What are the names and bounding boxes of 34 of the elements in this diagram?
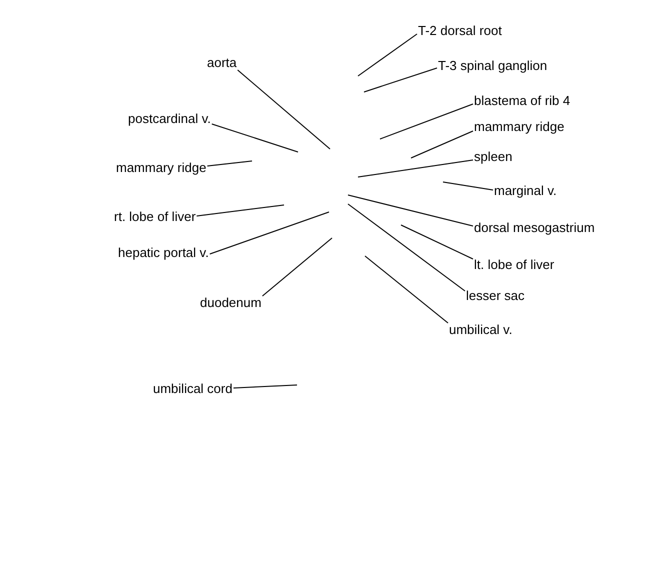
structure-label: umbilical v. [449,322,512,338]
leader-line [348,194,474,226]
leader-line [364,256,448,324]
leader-line [380,104,474,140]
leader-line [232,384,298,388]
structure-label: T-2 dorsal root [418,23,502,39]
leader-line [400,224,474,260]
structure-label: lesser sac [466,288,525,304]
structure-label: postcardinal v. [128,111,211,127]
structure-label: mammary ridge [116,160,206,176]
leader-line [237,70,330,150]
leader-line [206,160,252,166]
structure-label: rt. lobe of liver [114,209,196,225]
leader-line [209,212,330,254]
structure-label: hepatic portal v. [118,245,209,261]
structure-label: umbilical cord [153,381,232,397]
structure-label: aorta [207,55,237,71]
leader-line [196,204,284,216]
structure-label: blastema of rib 4 [474,93,570,109]
leader-line [364,68,438,92]
structure-label: marginal v. [494,183,557,199]
structure-label: spleen [474,149,512,165]
structure-label: dorsal mesogastrium [474,220,595,236]
leader-line [348,204,466,292]
leader-line [211,124,298,152]
leader-line [442,182,494,190]
leader-line [358,34,418,76]
leader-line [262,238,332,296]
structure-label: lt. lobe of liver [474,257,554,273]
structure-label: duodenum [200,295,262,311]
leader-line [358,160,474,178]
structure-label: T-3 spinal ganglion [438,58,548,74]
leader-line [410,130,474,158]
structure-label: mammary ridge [474,119,564,135]
